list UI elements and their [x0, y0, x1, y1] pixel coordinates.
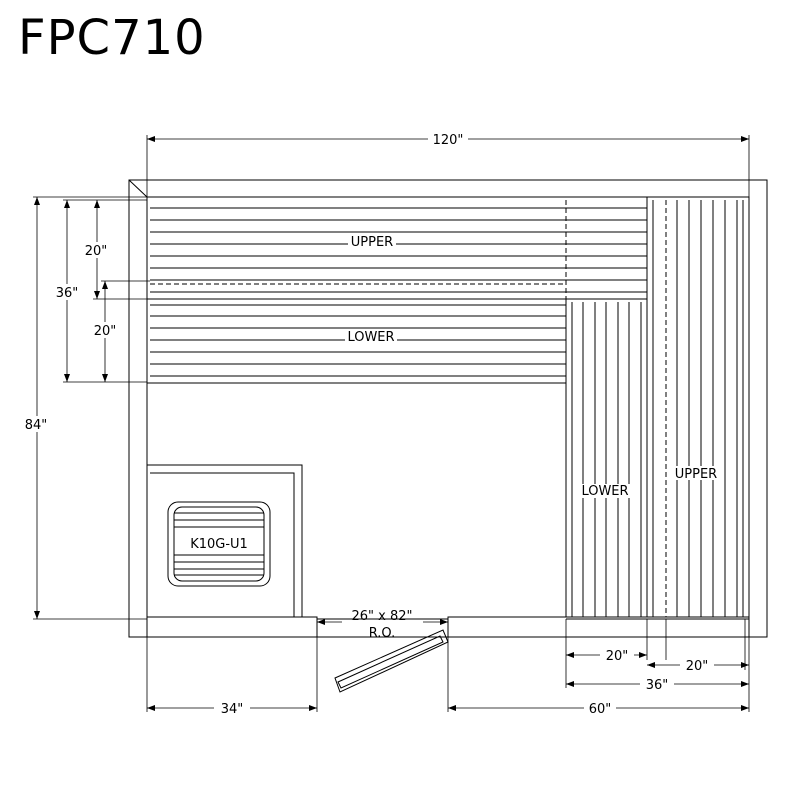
lower-top-bench: [146, 298, 567, 384]
lower-right-bench: [565, 298, 648, 620]
outer-wall: [128, 179, 768, 638]
door-ro-label: R.O.: [369, 626, 396, 641]
dim-bench-36: 36": [56, 286, 79, 301]
dim-right-lower-20: 20": [606, 649, 629, 664]
lower-right-label: LOWER: [581, 484, 628, 499]
heater-area: [147, 464, 303, 619]
heater-model-label: K10G-U1: [190, 537, 248, 552]
dim-right-60: 60": [589, 702, 612, 717]
dim-overall-width: 120": [433, 133, 464, 148]
upper-top-label: UPPER: [351, 235, 393, 250]
upper-right-label: UPPER: [675, 467, 717, 482]
dim-lower-20: 20": [94, 324, 117, 339]
heater-inner: [173, 506, 265, 582]
front-wall: [146, 616, 750, 638]
door-size-label: 26" x 82": [351, 609, 412, 624]
dim-right-upper-20: 20": [686, 659, 709, 674]
upper-top-bench: [146, 196, 648, 300]
upper-right-bench: [646, 196, 750, 620]
lower-top-label: LOWER: [347, 330, 394, 345]
inner-wall: [146, 196, 750, 620]
dim-overall-depth: 84": [25, 418, 48, 433]
model-title: FPC710: [18, 10, 206, 66]
dim-right-36: 36": [646, 678, 669, 693]
dim-left-34: 34": [221, 702, 244, 717]
dim-upper-20: 20": [85, 244, 108, 259]
heater-outer: [167, 501, 271, 587]
